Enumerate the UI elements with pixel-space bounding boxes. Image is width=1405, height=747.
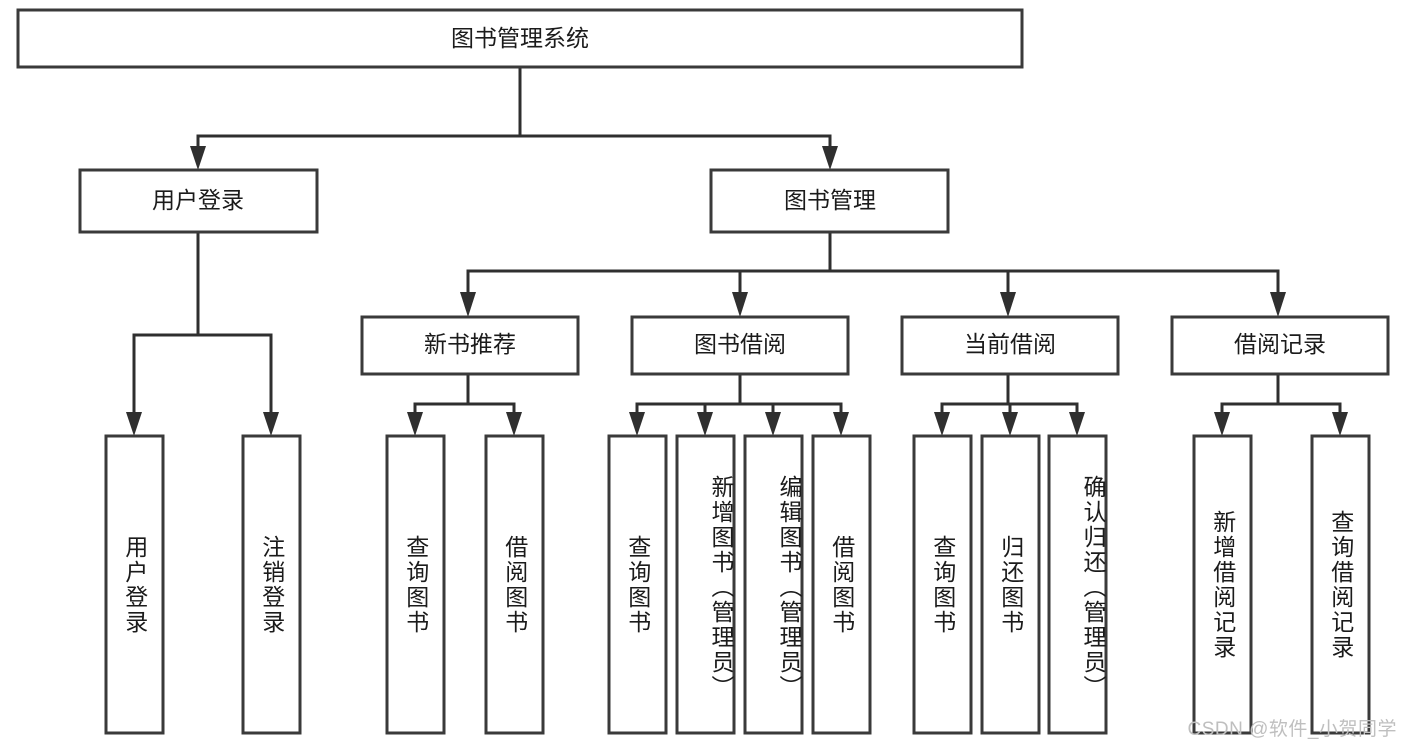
arrow-head-leaf-edit-book bbox=[765, 412, 781, 436]
node-root-label: 图书管理系统 bbox=[451, 25, 589, 51]
node-leaf-confirm-return-box[interactable] bbox=[1047, 434, 1108, 735]
arrow-head-leaf-query-record bbox=[1332, 412, 1348, 436]
node-book-borrow-box[interactable] bbox=[630, 315, 850, 376]
node-current-borrow-label: 当前借阅 bbox=[964, 331, 1056, 357]
leaf-box-group bbox=[104, 434, 1371, 735]
node-user-login-label: 用户登录 bbox=[152, 187, 244, 213]
node-borrow-record-label: 借阅记录 bbox=[1234, 331, 1326, 357]
node-leaf-add-record-box[interactable] bbox=[1192, 434, 1253, 735]
connector-group-root bbox=[190, 65, 838, 170]
node-leaf-query-record-box[interactable] bbox=[1310, 434, 1371, 735]
node-leaf-user-login-box[interactable] bbox=[104, 434, 165, 735]
arrow-head-borrow-record bbox=[1270, 292, 1286, 317]
arrow-head-book-management bbox=[822, 146, 838, 170]
arrow-head-current-borrow bbox=[1000, 292, 1016, 317]
arrow-head-leaf-return-book bbox=[1002, 412, 1018, 436]
connector-group-user-login bbox=[126, 230, 279, 436]
arrow-head-new-book-recommend bbox=[460, 292, 476, 317]
node-leaf-query-book-2-box[interactable] bbox=[607, 434, 668, 735]
connector-group-book-management bbox=[460, 230, 1286, 317]
node-new-book-recommend-box[interactable] bbox=[360, 315, 580, 376]
node-book-management-box[interactable] bbox=[709, 168, 950, 234]
node-borrow-record-box[interactable] bbox=[1170, 315, 1390, 376]
node-current-borrow[interactable]: 当前借阅 bbox=[900, 315, 1120, 376]
watermark: CSDN @软件_小贺同学 bbox=[1187, 719, 1397, 740]
node-user-login-box[interactable] bbox=[78, 168, 319, 234]
node-book-borrow-label: 图书借阅 bbox=[694, 331, 786, 357]
arrow-head-leaf-add-record bbox=[1214, 412, 1230, 436]
arrow-head-leaf-confirm-return bbox=[1069, 412, 1085, 436]
node-leaf-add-book-box[interactable] bbox=[675, 434, 736, 735]
arrow-head-leaf-logout-login bbox=[263, 412, 279, 436]
connector-group-current-borrow bbox=[934, 372, 1085, 436]
node-book-management[interactable]: 图书管理 bbox=[709, 168, 950, 234]
arrow-head-leaf-user-login bbox=[126, 412, 142, 436]
node-leaf-borrow-book-1-box[interactable] bbox=[484, 434, 545, 735]
node-new-book-recommend[interactable]: 新书推荐 bbox=[360, 315, 580, 376]
node-current-borrow-box[interactable] bbox=[900, 315, 1120, 376]
arrow-head-book-borrow bbox=[732, 292, 748, 317]
arrow-head-leaf-borrow-book-2 bbox=[833, 412, 849, 436]
arrow-head-leaf-query-book-3 bbox=[934, 412, 950, 436]
node-user-login[interactable]: 用户登录 bbox=[78, 168, 319, 234]
arrow-head-leaf-borrow-book-1 bbox=[506, 412, 522, 436]
node-book-management-label: 图书管理 bbox=[784, 187, 876, 213]
node-leaf-return-book-box[interactable] bbox=[980, 434, 1041, 735]
node-leaf-query-book-1-box[interactable] bbox=[385, 434, 446, 735]
node-book-borrow[interactable]: 图书借阅 bbox=[630, 315, 850, 376]
arrow-head-leaf-add-book bbox=[697, 412, 713, 436]
connector-group-borrow-record bbox=[1214, 372, 1348, 436]
connector-group-book-borrow bbox=[629, 372, 849, 436]
node-new-book-recommend-label: 新书推荐 bbox=[424, 331, 516, 357]
node-leaf-edit-book-box[interactable] bbox=[743, 434, 804, 735]
arrow-head-user-login bbox=[190, 146, 206, 170]
node-borrow-record[interactable]: 借阅记录 bbox=[1170, 315, 1390, 376]
node-root-box[interactable] bbox=[16, 8, 1024, 69]
arrow-head-leaf-query-book-1 bbox=[407, 412, 423, 436]
node-root[interactable]: 图书管理系统 bbox=[16, 8, 1024, 69]
node-leaf-borrow-book-2-box[interactable] bbox=[811, 434, 872, 735]
node-leaf-query-book-3-box[interactable] bbox=[912, 434, 973, 735]
arrow-head-leaf-query-book-2 bbox=[629, 412, 645, 436]
node-leaf-logout-login-box[interactable] bbox=[241, 434, 302, 735]
connector-group-new-book-recommend bbox=[407, 372, 522, 436]
